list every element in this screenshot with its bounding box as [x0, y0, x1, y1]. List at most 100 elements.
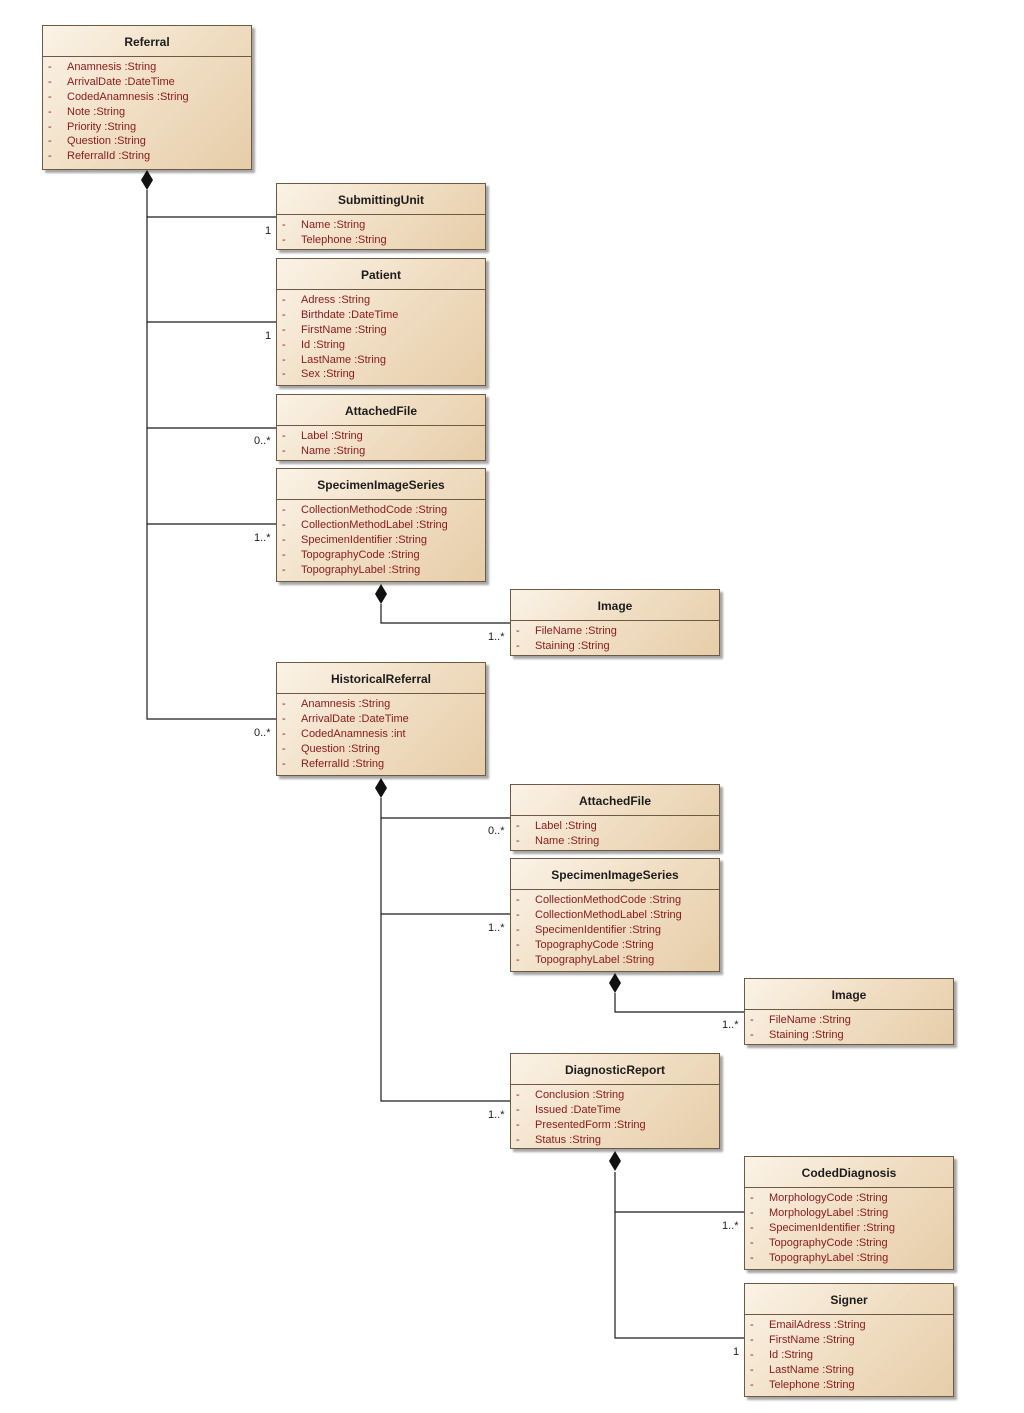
attribute-row: -Question :String — [277, 742, 485, 757]
attribute-list: -Adress :String-Birthdate :DateTime-Firs… — [277, 290, 485, 382]
attribute-list: - FileName :String -Staining :String — [745, 1010, 953, 1043]
class-title: SpecimenImageSeries — [277, 469, 485, 500]
attribute-text: Id :String — [301, 338, 346, 351]
attribute-row: -Label :String — [277, 429, 485, 444]
attribute-row: -Anamnesis :String — [43, 60, 251, 75]
composition-diamond-historical-referral — [375, 778, 387, 798]
attribute-text: LastName :String — [301, 353, 386, 366]
attribute-text: TopographyLabel :String — [535, 953, 655, 966]
class-attached-file-2[interactable]: AttachedFile -Label :String-Name :String — [510, 784, 720, 851]
attribute-text: Sex :String — [301, 368, 355, 381]
attribute-text: CollectionMethodCode :String — [301, 504, 448, 516]
attribute-row: -FirstName :String — [277, 323, 485, 338]
private-visibility-marker: - — [282, 742, 286, 755]
attribute-text: ReferralId :String — [301, 757, 385, 770]
class-title: SubmittingUnit — [277, 184, 485, 215]
private-visibility-marker: - — [48, 75, 52, 88]
class-diagnostic-report[interactable]: DiagnosticReport -Conclusion :String-Iss… — [510, 1053, 720, 1149]
wire-series-image — [380, 604, 510, 624]
class-referral[interactable]: Referral -Anamnesis :String-ArrivalDate … — [42, 25, 252, 170]
private-visibility-marker: - — [48, 120, 52, 133]
private-visibility-marker: - — [750, 1236, 754, 1249]
attribute-list: -CollectionMethodCode :String-Collection… — [511, 890, 719, 967]
attribute-row: -Name :String — [511, 834, 719, 849]
class-title: Image — [745, 979, 953, 1010]
attribute-text: SpecimenIdentifier :String — [535, 923, 661, 936]
attribute-text: Conclusion :String — [535, 1089, 625, 1101]
multiplicity-historical-referral: 0..* — [254, 727, 271, 739]
attribute-row: -CollectionMethodCode :String — [511, 893, 719, 908]
private-visibility-marker: - — [750, 1251, 754, 1264]
attribute-text: FirstName :String — [301, 323, 387, 336]
attribute-text: EmailAdress :String — [769, 1319, 866, 1331]
attribute-text: FileName :String — [769, 1014, 851, 1026]
attribute-text: ArrivalDate :DateTime — [301, 712, 409, 725]
class-historical-referral[interactable]: HistoricalReferral -Anamnesis :String-Ar… — [276, 662, 486, 776]
attribute-row: - PresentedForm :String — [511, 1118, 719, 1133]
attribute-text: ArrivalDate :DateTime — [67, 75, 175, 88]
class-image-2[interactable]: Image - FileName :String -Staining :String — [744, 978, 954, 1045]
attribute-text: TopographyCode :String — [535, 938, 654, 951]
class-patient[interactable]: Patient -Adress :String-Birthdate :DateT… — [276, 258, 486, 386]
attribute-text: Telephone :String — [769, 1378, 855, 1391]
private-visibility-marker: - — [516, 820, 520, 832]
private-visibility-marker: - — [516, 1118, 520, 1131]
private-visibility-marker: - — [282, 219, 286, 231]
attribute-row: - ArrivalDate :DateTime — [43, 75, 251, 90]
attribute-text: SpecimenIdentifier :String — [301, 533, 427, 546]
attribute-row: -Issued :DateTime — [511, 1103, 719, 1118]
attribute-text: ReferralId :String — [67, 150, 151, 163]
private-visibility-marker: - — [48, 150, 52, 163]
attribute-text: PresentedForm :String — [535, 1118, 646, 1131]
composition-diamond-specimen-series-2 — [609, 973, 621, 993]
class-specimen-image-series-2[interactable]: SpecimenImageSeries -CollectionMethodCod… — [510, 858, 720, 972]
attribute-text: LastName :String — [769, 1363, 854, 1376]
attribute-row: -Sex :String — [277, 367, 485, 382]
private-visibility-marker: - — [282, 698, 286, 710]
private-visibility-marker: - — [750, 1014, 754, 1026]
attribute-text: SpecimenIdentifier :String — [769, 1221, 895, 1234]
attribute-text: CodedAnamnesis :String — [67, 90, 189, 103]
multiplicity-attached-file: 0..* — [254, 435, 271, 447]
wire-series2-image2 — [614, 993, 744, 1013]
attribute-text: TopographyCode :String — [301, 548, 420, 561]
private-visibility-marker: - — [282, 233, 286, 246]
attribute-row: - TopographyCode :String — [745, 1236, 953, 1251]
attribute-list: -Anamnesis :String-ArrivalDate :DateTime… — [43, 57, 251, 164]
private-visibility-marker: - — [750, 1192, 754, 1204]
attribute-text: Staining :String — [535, 639, 610, 652]
attribute-row: -Name :String — [277, 218, 485, 233]
private-visibility-marker: - — [48, 105, 52, 118]
private-visibility-marker: - — [750, 1348, 754, 1361]
attribute-row: -LastName :String — [277, 353, 485, 368]
attribute-row: -Status :String — [511, 1133, 719, 1148]
class-image[interactable]: Image -FileName :String-Staining :String — [510, 589, 720, 656]
class-title: HistoricalReferral — [277, 663, 485, 694]
private-visibility-marker: - — [516, 938, 520, 951]
wire-referral-submitting-unit — [146, 190, 276, 218]
class-specimen-image-series[interactable]: SpecimenImageSeries - CollectionMethodCod… — [276, 468, 486, 582]
private-visibility-marker: - — [282, 533, 286, 546]
class-signer[interactable]: Signer -EmailAdress :String-FirstName :S… — [744, 1283, 954, 1397]
private-visibility-marker: - — [750, 1206, 754, 1219]
class-title: Signer — [745, 1284, 953, 1315]
private-visibility-marker: - — [750, 1378, 754, 1391]
class-coded-diagnosis[interactable]: CodedDiagnosis -MorphologyCode :String-M… — [744, 1156, 954, 1270]
private-visibility-marker: - — [750, 1333, 754, 1346]
class-title: AttachedFile — [511, 785, 719, 816]
class-attached-file[interactable]: AttachedFile -Label :String-Name :String — [276, 394, 486, 461]
private-visibility-marker: - — [750, 1221, 754, 1234]
class-submitting-unit[interactable]: SubmittingUnit -Name :String-Telephone :… — [276, 183, 486, 250]
attribute-row: -Birthdate :DateTime — [277, 308, 485, 323]
private-visibility-marker: - — [516, 1133, 520, 1146]
attribute-row: -Anamnesis :String — [277, 697, 485, 712]
attribute-row: -Label :String — [511, 819, 719, 834]
attribute-row: -CollectionMethodLabel :String — [511, 908, 719, 923]
wire-referral-patient — [146, 217, 276, 323]
attribute-text: Issued :DateTime — [535, 1103, 621, 1116]
attribute-row: - FileName :String — [745, 1013, 953, 1028]
attribute-row: -Staining :String — [745, 1028, 953, 1043]
attribute-text: TopographyCode :String — [769, 1236, 888, 1249]
attribute-list: -FileName :String-Staining :String — [511, 621, 719, 654]
